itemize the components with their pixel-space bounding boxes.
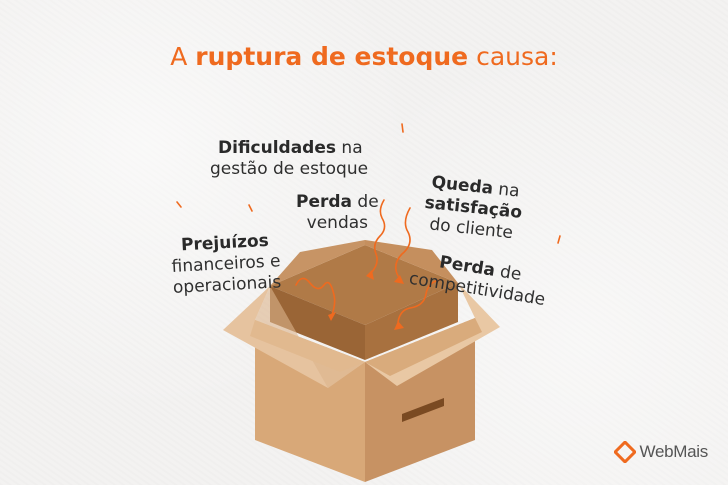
arrow-prejuizos: [295, 277, 336, 316]
effect-dificuldades: Dificuldades na gestão de estoque: [210, 138, 369, 179]
spark-1: [401, 123, 404, 133]
brand-logo: WebMais: [613, 441, 709, 463]
spark-4: [557, 235, 561, 244]
box-front-flap: [250, 320, 365, 372]
arrowhead-competitividade: [394, 321, 404, 330]
diamond-logo-icon: [613, 441, 636, 463]
effect-queda-satisfacao: Queda na satisfação do cliente: [423, 172, 524, 244]
page-title: A ruptura de estoque causa:: [170, 42, 558, 71]
box-inner-right: [365, 283, 458, 360]
arrowhead-prejuizos: [328, 312, 336, 321]
spark-3: [248, 204, 253, 212]
box-inner-back: [270, 245, 458, 325]
box-handle-slot: [402, 398, 444, 422]
box-back-left-flap: [270, 240, 365, 286]
brand-name: WebMais: [639, 442, 709, 461]
box-right-front-flap: [365, 318, 482, 376]
box-back-right-flap: [365, 240, 458, 283]
spark-2: [176, 201, 182, 208]
arrow-perda-vendas: [369, 199, 386, 275]
arrowhead-perda-vendas: [366, 270, 374, 280]
arrowhead-queda: [394, 275, 404, 284]
effect-prejuizos: Prejuízos financeiros e operacionais: [171, 230, 282, 298]
effect-perda-vendas: Perda de vendas: [296, 192, 379, 233]
box-inner-left: [270, 286, 365, 360]
arrow-competitividade: [397, 279, 441, 323]
arrow-queda: [394, 207, 411, 277]
